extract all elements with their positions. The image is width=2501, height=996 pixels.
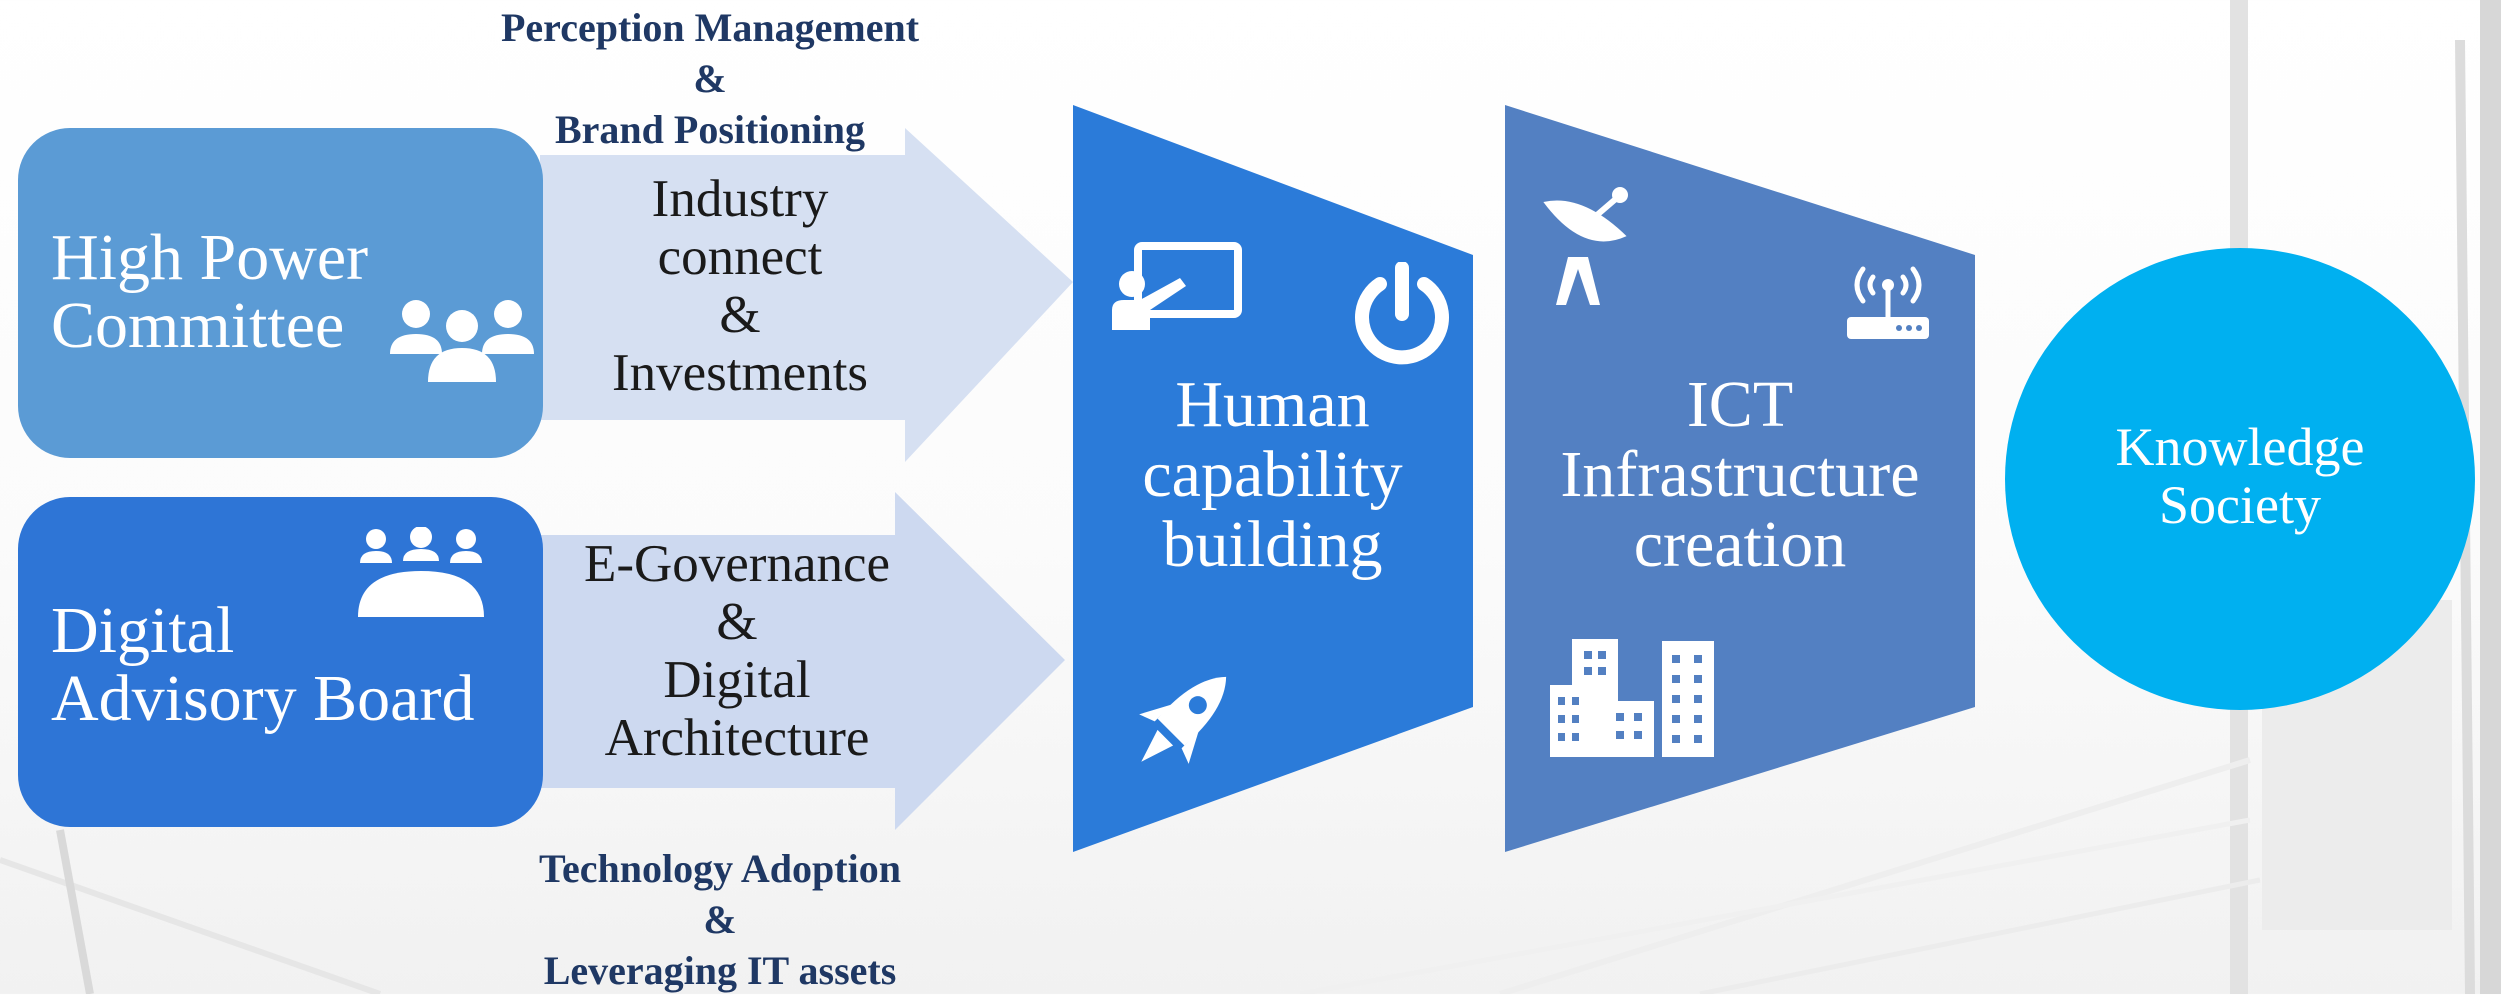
bottom-caption: Technology Adoption & Leveraging IT asse…	[470, 843, 970, 996]
knowledge-society-label: Knowledge Society	[2040, 418, 2440, 534]
buildings-icon	[1550, 639, 1714, 757]
high-power-committee-label: High Power Committee	[51, 224, 368, 360]
ict-stage-label: ICT Infrastructure creation	[1515, 370, 1965, 580]
arrow-label-line: E-Governance	[583, 535, 891, 593]
bottom-caption-line: Technology Adoption	[539, 846, 901, 891]
top-caption-line: Brand Positioning	[554, 107, 866, 152]
power-icon	[1355, 262, 1449, 365]
top-caption-line: Perception Management	[500, 5, 920, 50]
stage-label-line: Human	[1175, 368, 1370, 441]
bottom-arrow	[540, 492, 1065, 830]
arrow-label-line: connect	[657, 228, 823, 286]
stage-label-line: Infrastructure	[1560, 438, 1920, 511]
high-power-committee-box: High Power Committee	[18, 128, 543, 458]
top-caption: Perception Management & Brand Positionin…	[460, 2, 960, 155]
people-group-icon	[390, 300, 534, 382]
arrow-label-line: Digital	[663, 651, 811, 709]
arrows-layer	[540, 128, 1073, 830]
box-label-line: Advisory Board	[51, 662, 475, 735]
human-stage-label: Human capability building	[1105, 370, 1440, 580]
bottom-caption-line: Leveraging IT assets	[543, 948, 897, 993]
presentation-icon	[1112, 242, 1242, 330]
meeting-table-icon	[358, 527, 484, 617]
box-label-line: Digital	[51, 594, 235, 667]
goal-label-line: Society	[2159, 475, 2321, 535]
bottom-arrow-label: E-Governance & Digital Architecture	[552, 535, 922, 767]
digital-advisory-board-box: Digital Advisory Board	[18, 497, 543, 827]
box-label-line: Committee	[51, 289, 345, 362]
top-arrow-label: Industry connect & Investments	[560, 170, 920, 402]
arrow-label-line: &	[716, 593, 758, 651]
satellite-dish-icon	[1543, 187, 1628, 305]
arrow-label-line: Architecture	[604, 709, 870, 767]
stage-label-line: building	[1162, 508, 1383, 581]
box-label-line: High Power	[51, 221, 369, 294]
rocket-icon	[1139, 676, 1227, 764]
stage-label-line: creation	[1633, 508, 1847, 581]
arrow-label-line: Investments	[611, 344, 869, 402]
stage-label-line: ICT	[1686, 368, 1794, 441]
top-caption-line: &	[693, 56, 727, 101]
bottom-caption-line: &	[703, 897, 737, 942]
knowledge-society-circle	[2005, 248, 2475, 710]
arrow-label-line: Industry	[651, 170, 829, 228]
top-arrow	[540, 128, 1073, 462]
arrow-label-line: &	[719, 286, 761, 344]
digital-advisory-board-label: Digital Advisory Board	[51, 597, 474, 733]
wifi-router-icon	[1847, 266, 1929, 339]
stage-label-line: capability	[1142, 438, 1403, 511]
goal-label-line: Knowledge	[2115, 417, 2365, 477]
